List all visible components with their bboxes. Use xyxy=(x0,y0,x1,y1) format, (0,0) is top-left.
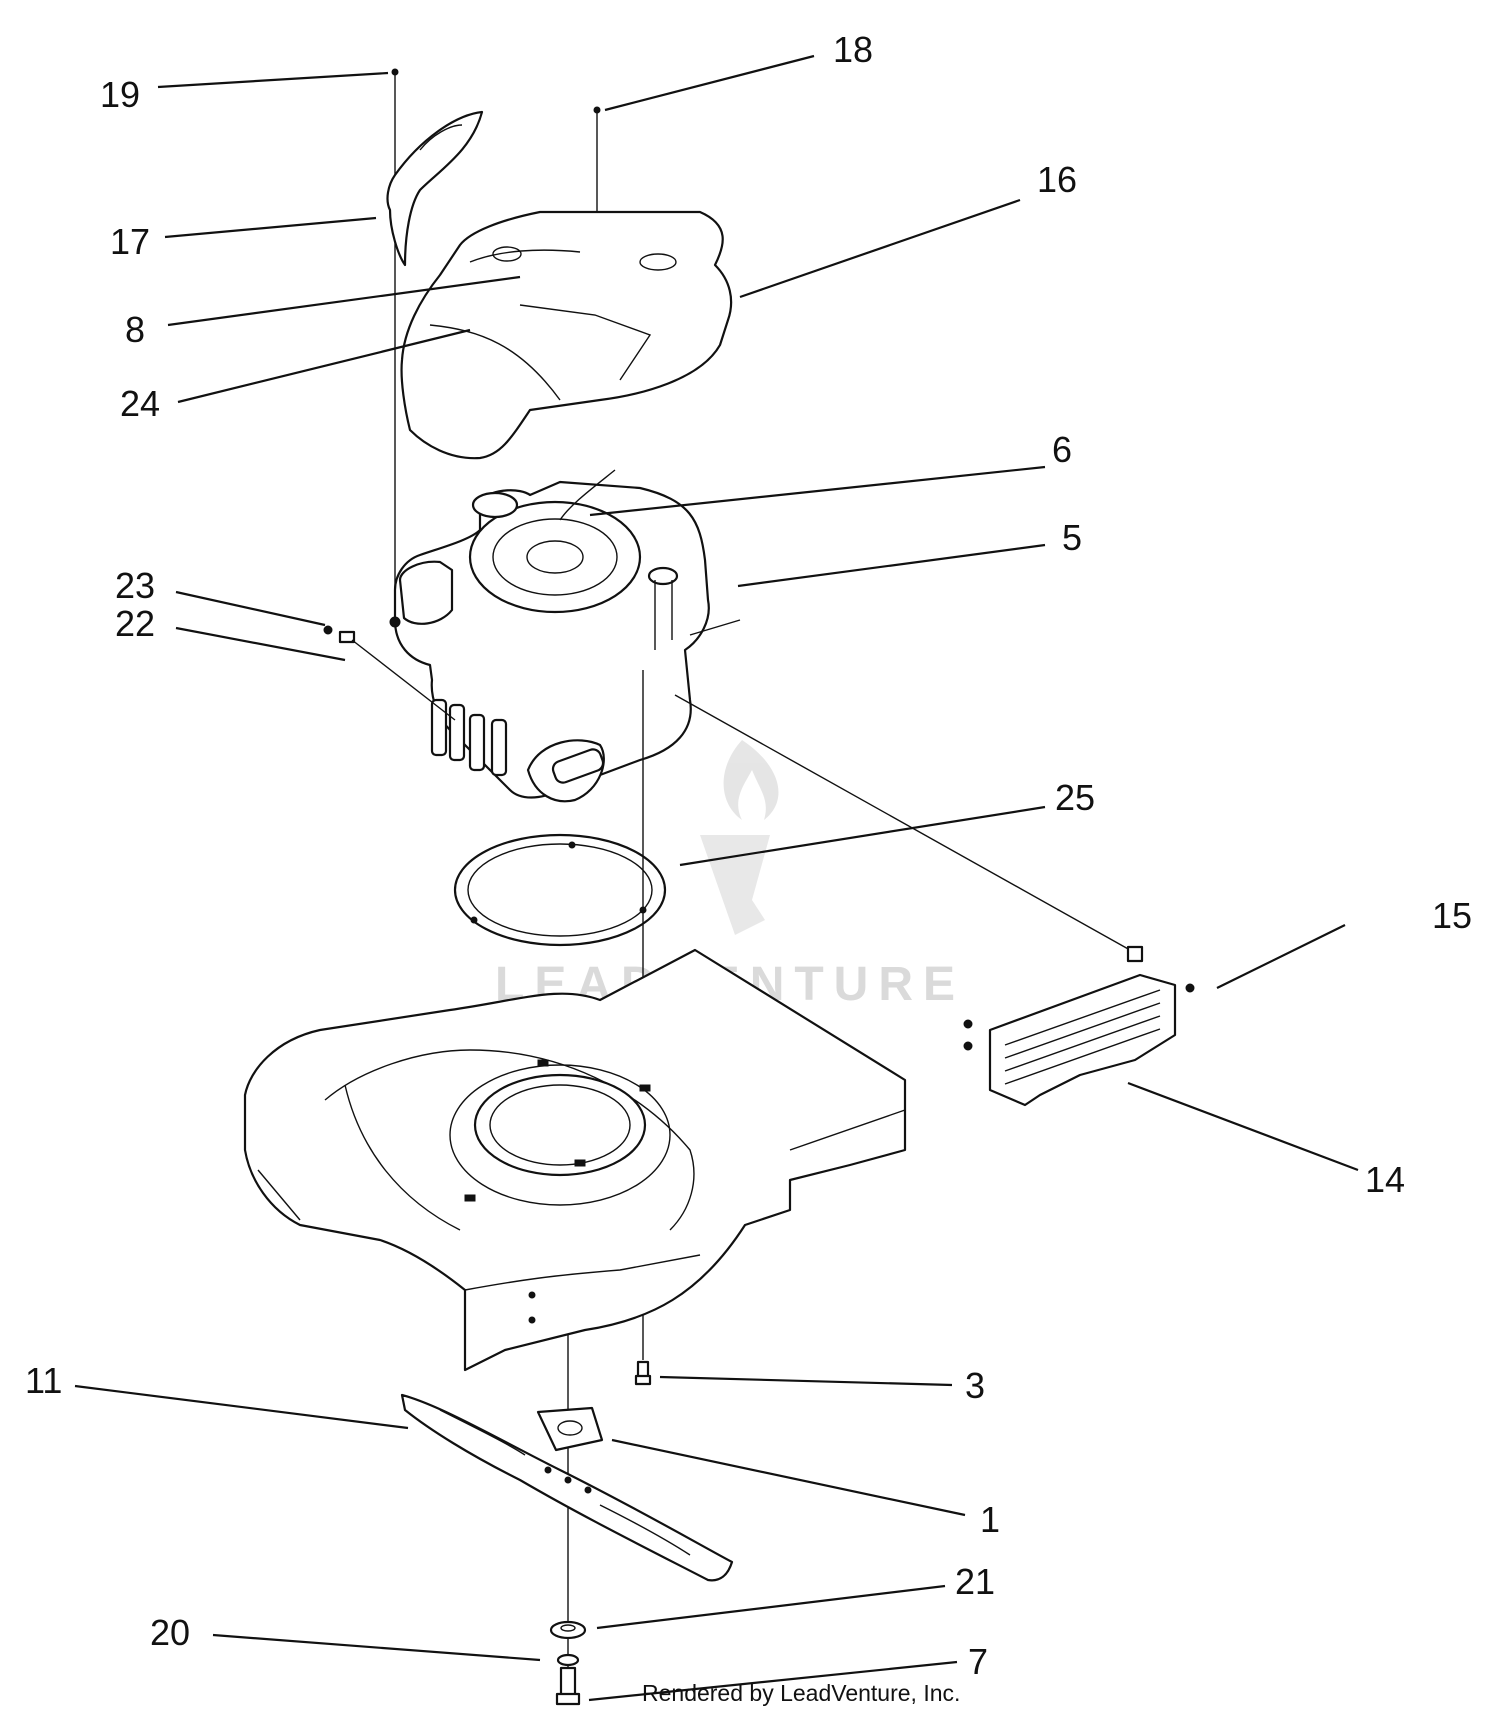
leader-lines xyxy=(74,54,1359,1702)
part-14-rear-guard xyxy=(963,945,1177,1107)
label-5: 5 xyxy=(1062,517,1082,558)
label-6: 6 xyxy=(1052,429,1072,470)
label-21: 21 xyxy=(955,1561,995,1602)
label-3: 3 xyxy=(965,1365,985,1406)
part-25-gasket xyxy=(453,833,667,947)
part-20-lock-washer xyxy=(556,1653,580,1667)
part-22-clip xyxy=(338,630,356,644)
part-labels: 19 18 16 17 8 24 6 5 23 22 25 15 14 3 11… xyxy=(25,29,1472,1682)
part-23-screw xyxy=(323,625,333,635)
label-25: 25 xyxy=(1055,777,1095,818)
part-1-blade-adapter xyxy=(536,1406,604,1452)
part-21-washer xyxy=(549,1620,587,1640)
label-19: 19 xyxy=(100,74,140,115)
part-3-bolt xyxy=(634,1360,652,1386)
label-22: 22 xyxy=(115,603,155,644)
part-7-blade-bolt xyxy=(555,1666,581,1706)
label-1: 1 xyxy=(980,1499,1000,1540)
watermark-v-icon xyxy=(700,835,770,935)
watermark-flame-icon xyxy=(723,740,779,820)
label-7: 7 xyxy=(968,1641,988,1682)
label-15: 15 xyxy=(1432,895,1472,936)
label-18: 18 xyxy=(833,29,873,70)
label-11: 11 xyxy=(25,1360,62,1401)
label-24: 24 xyxy=(120,383,160,424)
part-5-engine xyxy=(389,469,741,803)
part-11-blade xyxy=(400,1393,734,1582)
label-20: 20 xyxy=(150,1612,190,1653)
label-23: 23 xyxy=(115,565,155,606)
label-8: 8 xyxy=(125,309,145,350)
label-17: 17 xyxy=(110,221,150,262)
footer-credit: Rendered by LeadVenture, Inc. xyxy=(642,1680,961,1706)
part-16-engine-cover xyxy=(400,210,733,460)
part-deck xyxy=(243,948,907,1372)
label-14: 14 xyxy=(1365,1159,1405,1200)
label-16: 16 xyxy=(1037,159,1077,200)
part-15-screw xyxy=(1185,983,1195,993)
part-17-decal xyxy=(386,110,484,267)
part-19-screw xyxy=(391,68,399,615)
